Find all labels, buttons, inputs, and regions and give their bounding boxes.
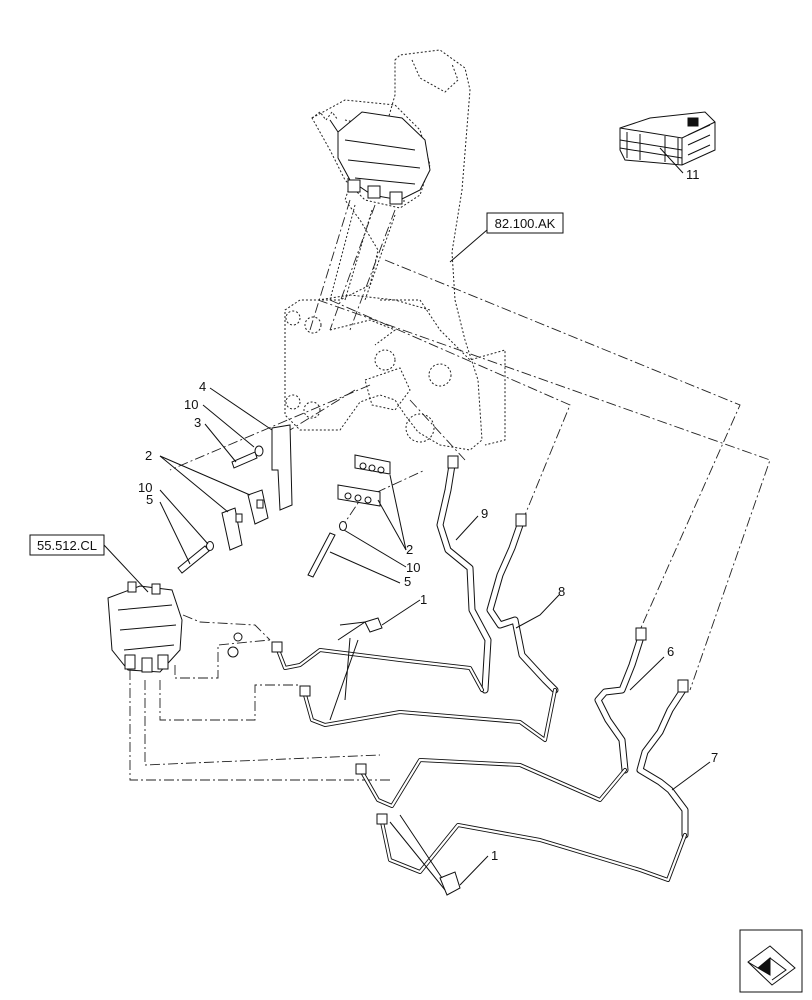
callout-5-right: 5: [404, 574, 411, 589]
callout-2-right: 2: [406, 542, 413, 557]
tube-clip-upper: [329, 617, 383, 721]
hose-6: [594, 627, 647, 774]
hose-7: [636, 679, 689, 839]
callout-11: 11: [686, 167, 700, 182]
auxiliary-valve: [107, 581, 243, 673]
callout-2-left: 2: [145, 448, 152, 463]
hose-8: [486, 513, 559, 694]
callout-10-right: 10: [406, 560, 420, 575]
main-control-valve: [329, 111, 431, 205]
callout-1-bottom: 1: [491, 848, 498, 863]
tube-clip-lower: [389, 814, 461, 896]
clamp-hardware: [177, 424, 391, 578]
tube-assembly-lower: [355, 758, 687, 882]
tube-assembly-upper: [271, 641, 557, 742]
callout-3: 3: [194, 415, 201, 430]
leader-lines: [103, 147, 711, 886]
crate-icon: [619, 111, 716, 166]
callout-numbers: 1 1 2 2 3 4 5 5 6 7 8 9 10 10 10 11: [138, 167, 718, 863]
hose-9: [436, 455, 492, 694]
ref-link-left-label: 55.512.CL: [37, 538, 97, 553]
callout-7: 7: [711, 750, 718, 765]
callout-6: 6: [667, 644, 674, 659]
callout-10-lower: 10: [138, 480, 152, 495]
ref-link-upper-label: 82.100.AK: [495, 216, 556, 231]
callout-10-upper: 10: [184, 397, 198, 412]
callout-4: 4: [199, 379, 206, 394]
ref-link-upper[interactable]: 82.100.AK: [486, 212, 564, 234]
ref-link-left[interactable]: 55.512.CL: [29, 534, 105, 556]
callout-5-left: 5: [146, 492, 153, 507]
loader-frame-ghost: [284, 49, 506, 451]
callout-9: 9: [481, 506, 488, 521]
callout-8: 8: [558, 584, 565, 599]
next-page-arrow-icon[interactable]: [739, 929, 803, 993]
callout-1-top: 1: [420, 592, 427, 607]
